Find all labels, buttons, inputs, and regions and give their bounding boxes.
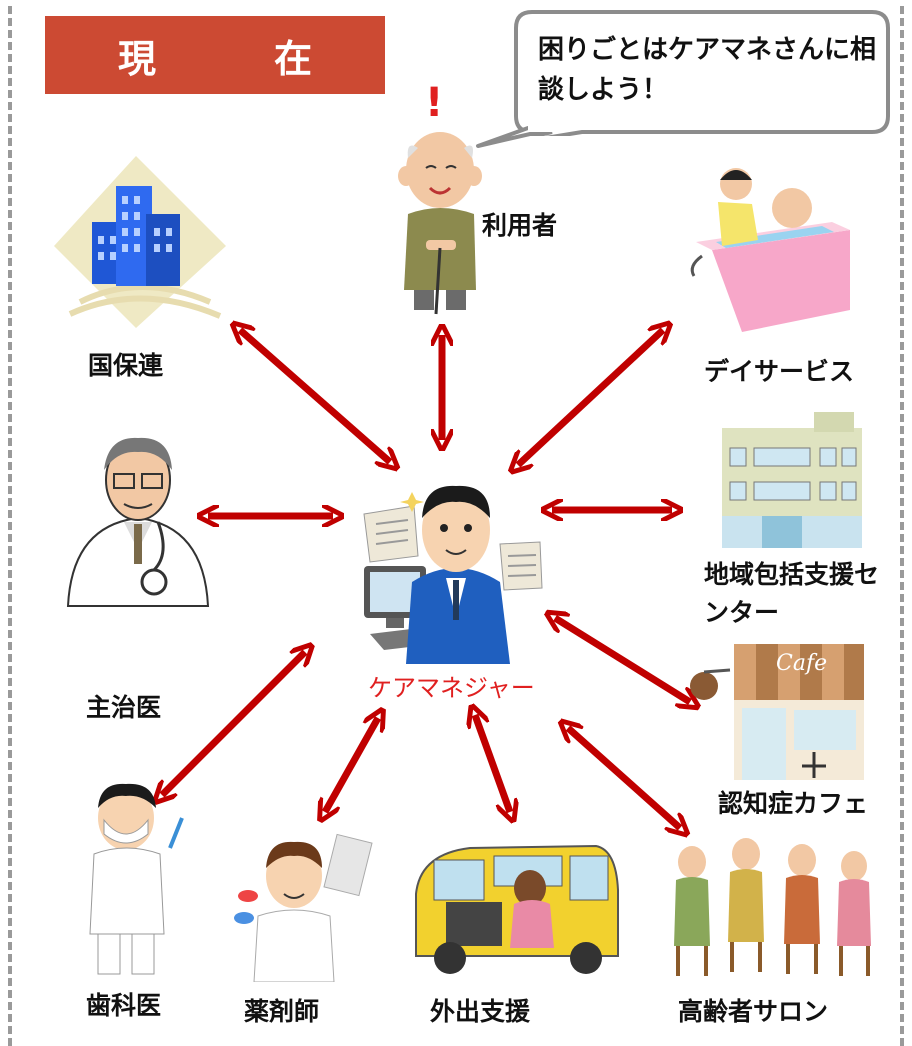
care-manager-icon bbox=[363, 485, 543, 664]
cafe-icon: Cafe bbox=[690, 644, 864, 780]
label-care-manager: ケアマネジャー bbox=[368, 674, 535, 702]
building-icon bbox=[54, 156, 226, 328]
arrow-outing bbox=[475, 715, 510, 812]
doctor-icon bbox=[66, 437, 210, 607]
community-center-icon bbox=[722, 412, 862, 548]
label-dentist: 歯科医 bbox=[86, 991, 162, 1020]
bath-icon bbox=[690, 168, 850, 332]
arrow-day-service bbox=[518, 330, 663, 465]
arrow-salon bbox=[568, 728, 680, 828]
label-day-service: デイサービス bbox=[704, 357, 855, 386]
label-user: 利用者 bbox=[482, 211, 558, 240]
label-shujii: 主治医 bbox=[86, 693, 162, 722]
dentist-icon bbox=[89, 783, 184, 975]
arrow-dentist bbox=[162, 652, 305, 795]
page-title: 現 在 bbox=[45, 16, 385, 94]
cafe-sign: Cafe bbox=[776, 651, 827, 676]
speech-bubble-text: 困りごとはケアマネさんに相談しよう！ bbox=[538, 35, 877, 105]
label-pharmacist: 薬剤師 bbox=[244, 997, 320, 1026]
pharmacist-icon bbox=[234, 833, 373, 982]
arrow-cafe bbox=[555, 618, 690, 702]
label-chiiki: 地域包括支援センター bbox=[704, 560, 880, 627]
arrow-pharmacist bbox=[325, 718, 378, 812]
dashed-frame bbox=[8, 6, 904, 1046]
bubble-tail bbox=[476, 122, 568, 148]
label-kokuhoren: 国保連 bbox=[88, 351, 164, 380]
speech-bubble bbox=[514, 10, 890, 136]
elderly-user-icon bbox=[398, 132, 482, 315]
label-cafe: 認知症カフェ bbox=[718, 789, 869, 818]
arrow-kokuhoren bbox=[240, 330, 390, 462]
label-salon: 高齢者サロン bbox=[678, 997, 829, 1026]
van-icon bbox=[415, 844, 619, 974]
alert-mark: ! bbox=[425, 80, 444, 126]
label-outing: 外出支援 bbox=[430, 997, 531, 1026]
salon-icon bbox=[674, 838, 871, 976]
